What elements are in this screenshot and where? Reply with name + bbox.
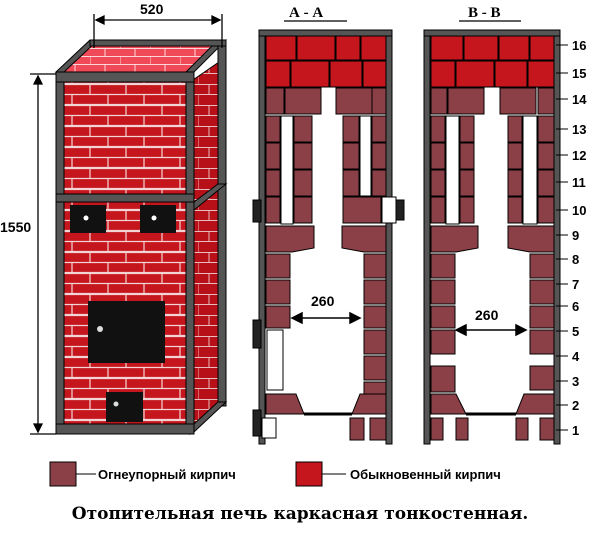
section-a-bricks [261, 35, 397, 441]
steel-frame [54, 39, 228, 435]
section-a-span-label: 260 [311, 293, 335, 309]
width-dimension [93, 14, 223, 48]
cleanout-door-left [70, 205, 106, 233]
legend-common-label: Обыкновенный кирпич [350, 467, 501, 482]
row-13: 13 [572, 122, 586, 137]
row-12: 12 [572, 148, 586, 163]
legend-refractory-label: Огнеупорный кирпич [98, 467, 236, 482]
row-3: 3 [572, 374, 579, 389]
section-a-a-title: А - А [289, 5, 323, 21]
row-6: 6 [572, 299, 579, 314]
stove-3d-view: 520 1550 [0, 1, 228, 436]
stove-side-face [189, 59, 223, 436]
section-b-span-label: 260 [475, 307, 499, 323]
row-9: 9 [572, 228, 579, 243]
row-11: 11 [572, 175, 586, 190]
section-b-bricks [430, 35, 555, 441]
row-2: 2 [572, 398, 579, 413]
row-7: 7 [572, 277, 579, 292]
width-label: 520 [140, 1, 164, 17]
legend-refractory-swatch [49, 461, 77, 487]
legend-common-swatch [295, 461, 323, 487]
legend: Огнеупорный кирпич Обыкновенный кирпич [49, 461, 501, 487]
section-a-a: А - А [252, 5, 405, 445]
stove-front-face [61, 81, 191, 429]
height-label: 1550 [0, 219, 31, 235]
section-b-b-title: В - В [468, 5, 501, 21]
row-1: 1 [572, 423, 579, 438]
row-16: 16 [572, 38, 586, 53]
row-15: 15 [572, 66, 586, 81]
row-4: 4 [572, 349, 580, 364]
row-number-labels [556, 44, 568, 431]
row-8: 8 [572, 252, 579, 267]
ash-pit-door [106, 392, 143, 422]
row-14: 14 [572, 92, 587, 107]
section-b-b: В - В [423, 5, 587, 445]
firebox-door [88, 301, 165, 363]
height-dimension [30, 73, 56, 435]
cleanout-door-right [140, 205, 176, 233]
row-10: 10 [572, 203, 586, 218]
figure-caption: Отопительная печь каркасная тонкостенная… [71, 504, 529, 524]
row-5: 5 [572, 324, 579, 339]
